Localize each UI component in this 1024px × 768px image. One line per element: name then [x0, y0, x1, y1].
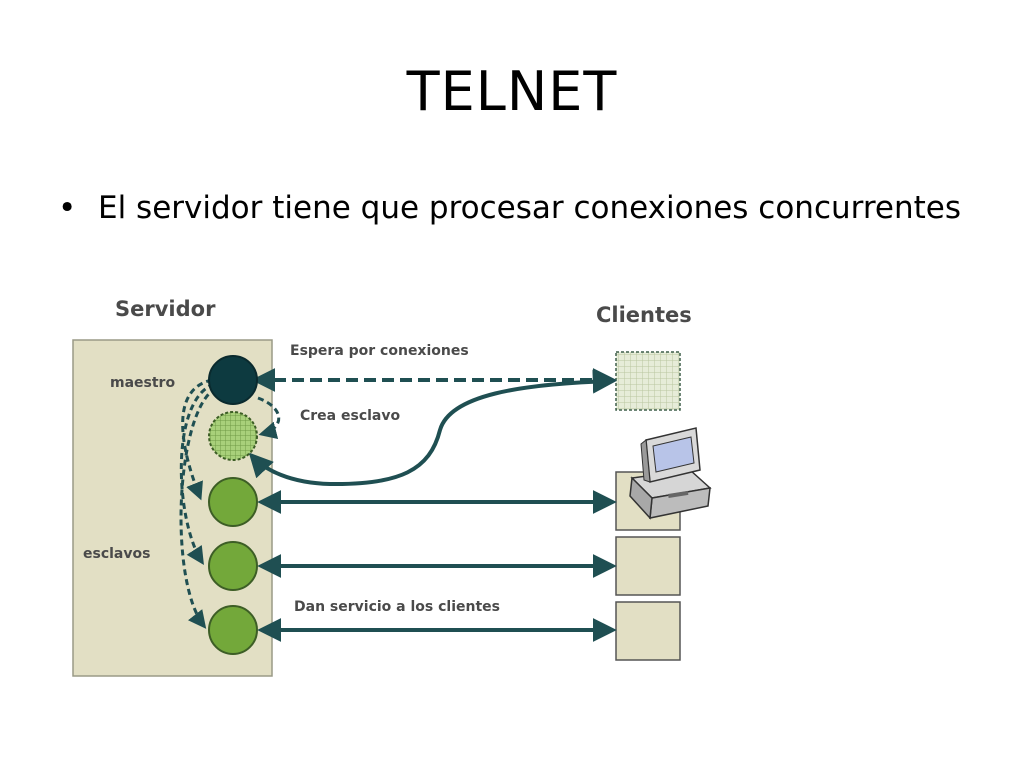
clients-heading: Clientes: [596, 303, 692, 327]
slave-node: [208, 477, 258, 527]
computer-icon: [629, 427, 712, 520]
client-box: [615, 536, 681, 596]
new-slave-connection-arrow: [248, 369, 617, 487]
serve-label: Dan servicio a los clientes: [294, 599, 500, 615]
slave-node: [208, 541, 258, 591]
bullet-dot: •: [58, 190, 77, 226]
spawn-slave-arrow: [181, 378, 213, 501]
new-slave-node: [208, 411, 258, 461]
slide-title: TELNET: [406, 60, 618, 123]
spawn-slave-arrow: [179, 386, 217, 629]
slaves-label: esclavos: [83, 546, 150, 562]
client-box-waiting: [615, 351, 681, 411]
master-node: [208, 355, 258, 405]
client-box: [615, 601, 681, 661]
master-label: maestro: [110, 375, 175, 391]
wait-label: Espera por conexiones: [290, 343, 469, 359]
spawn-slave-arrow: [179, 382, 215, 566]
server-heading: Servidor: [115, 297, 216, 321]
slave-node: [208, 605, 258, 655]
bullet-item: • El servidor tiene que procesar conexion…: [58, 190, 961, 226]
create-label: Crea esclavo: [300, 408, 400, 424]
bullet-text: El servidor tiene que procesar conexione…: [98, 190, 962, 226]
